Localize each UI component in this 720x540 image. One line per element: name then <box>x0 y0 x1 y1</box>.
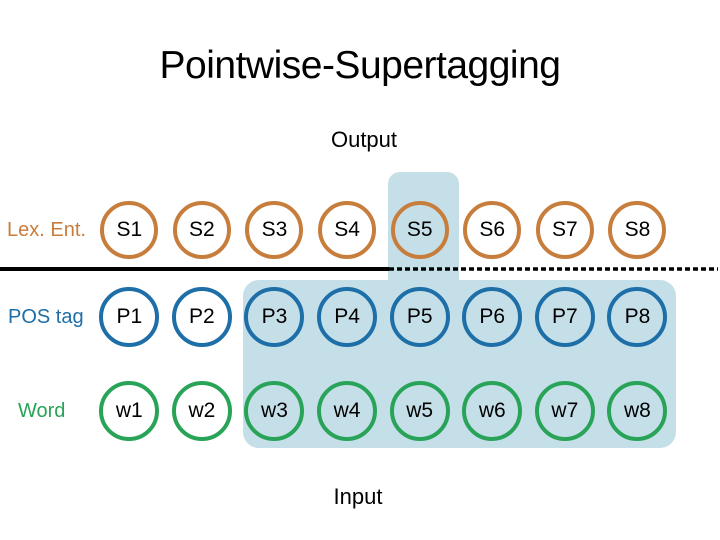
node-w3: w3 <box>244 381 305 441</box>
node-s2: S2 <box>172 201 231 259</box>
pos-tag-row: P1 P2 P3 P4 P5 P6 P7 P8 <box>93 287 674 347</box>
node-p7: P7 <box>534 287 595 347</box>
divider-line <box>0 267 718 271</box>
node-w4: w4 <box>317 381 378 441</box>
node-w8: w8 <box>607 381 668 441</box>
row-label-word: Word <box>18 400 66 422</box>
node-s1: S1 <box>100 201 159 259</box>
node-s6: S6 <box>463 201 522 259</box>
node-w6: w6 <box>462 381 523 441</box>
node-s7: S7 <box>535 201 594 259</box>
node-p6: P6 <box>462 287 523 347</box>
node-p2: P2 <box>171 287 232 347</box>
node-p8: P8 <box>607 287 668 347</box>
output-label: Output <box>330 127 398 152</box>
node-p5: P5 <box>389 287 450 347</box>
word-row: w1 w2 w3 w4 w5 w6 w7 w8 <box>93 381 674 441</box>
node-s5: S5 <box>390 201 449 259</box>
node-s3: S3 <box>245 201 304 259</box>
row-label-pos-tag: POS tag <box>8 306 84 328</box>
row-label-lex-ent: Lex. Ent. <box>7 219 86 241</box>
node-w7: w7 <box>534 381 595 441</box>
node-w2: w2 <box>171 381 232 441</box>
node-p3: P3 <box>244 287 305 347</box>
node-p1: P1 <box>99 287 160 347</box>
lex-ent-row: S1 S2 S3 S4 S5 S6 S7 S8 <box>93 201 674 259</box>
slide-title: Pointwise-Supertagging <box>159 44 561 87</box>
node-s4: S4 <box>318 201 377 259</box>
node-s8: S8 <box>608 201 667 259</box>
input-label: Input <box>333 484 383 509</box>
highlight-region-input-context <box>243 280 676 448</box>
node-p4: P4 <box>317 287 378 347</box>
node-w1: w1 <box>99 381 160 441</box>
node-w5: w5 <box>389 381 450 441</box>
